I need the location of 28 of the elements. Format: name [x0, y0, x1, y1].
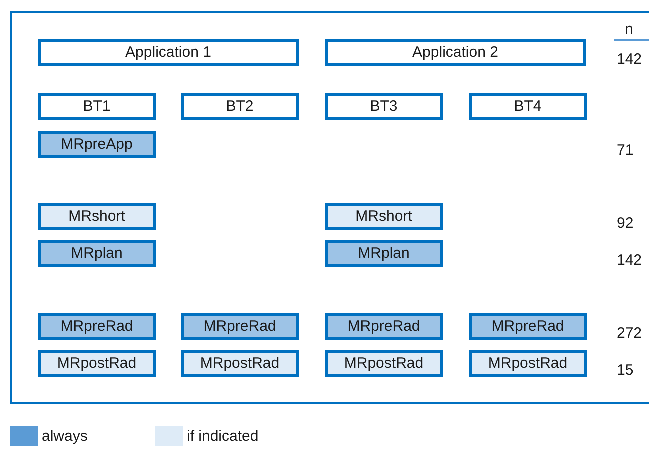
mandatory-step-box: MRplan [325, 240, 443, 267]
group-box: BT2 [181, 93, 299, 120]
legend-label: always [42, 428, 88, 444]
optional-step-box: MRshort [325, 203, 443, 230]
optional-step-box: MRpostRad [469, 350, 587, 377]
mandatory-step-box: MRpreRad [38, 313, 156, 340]
count-label: 272 [617, 326, 642, 341]
optional-step-box: MRpostRad [38, 350, 156, 377]
count-label: 92 [617, 216, 634, 231]
group-box: BT1 [38, 93, 156, 120]
mandatory-step-box: MRpreRad [469, 313, 587, 340]
group-box: Application 1 [38, 39, 299, 66]
count-label: 71 [617, 143, 634, 158]
count-label: 142 [617, 253, 642, 268]
count-label: 142 [617, 52, 642, 67]
mandatory-step-box: MRpreApp [38, 131, 156, 158]
group-box: BT4 [469, 93, 587, 120]
optional-step-box: MRshort [38, 203, 156, 230]
mandatory-step-box: MRplan [38, 240, 156, 267]
column-header: n [625, 22, 634, 37]
optional-step-box: MRpostRad [181, 350, 299, 377]
count-label: 15 [617, 363, 634, 378]
mandatory-step-box: MRpreRad [181, 313, 299, 340]
legend-label: if indicated [187, 428, 259, 444]
group-box: BT3 [325, 93, 443, 120]
optional-step-box: MRpostRad [325, 350, 443, 377]
mandatory-step-box: MRpreRad [325, 313, 443, 340]
group-box: Application 2 [325, 39, 586, 66]
